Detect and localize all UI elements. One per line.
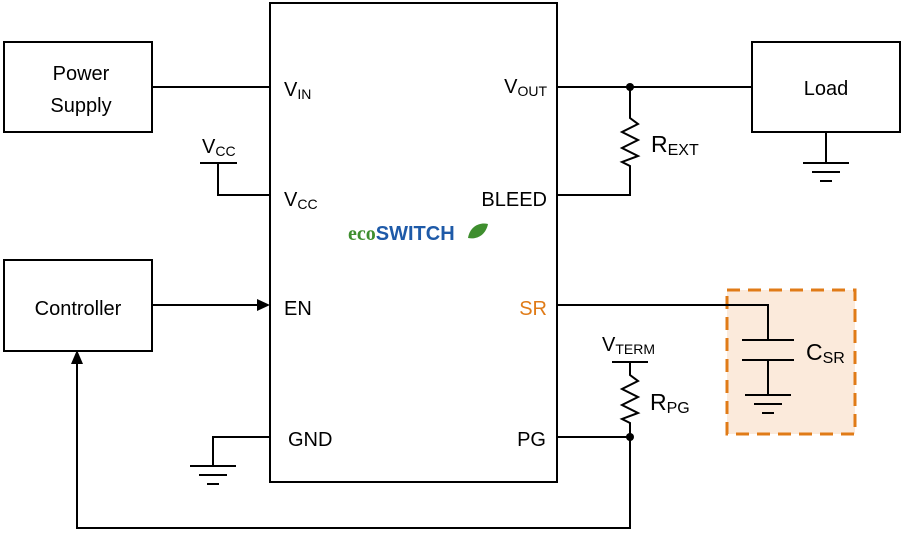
power-supply-label-line2: Supply [50, 95, 111, 117]
en-arrow-icon [257, 299, 270, 311]
pin-vcc-label: VCC [284, 189, 318, 212]
leaf-icon [468, 223, 488, 239]
pin-vin-label: VIN [284, 79, 311, 102]
rpg-label: RPG [650, 389, 690, 417]
pin-bleed-label: BLEED [481, 189, 547, 211]
resistor-rext-icon [619, 112, 641, 170]
pin-gnd-label: GND [288, 429, 332, 451]
ground-icon [190, 465, 236, 485]
pin-en-label: EN [284, 298, 312, 320]
ground-icon [803, 162, 849, 182]
csr-highlight-box [725, 288, 857, 436]
capacitor-csr-icon [742, 339, 794, 361]
ground-icon [745, 394, 791, 414]
pin-sr-label: SR [519, 298, 547, 320]
power-supply-label-line1: Power [53, 63, 110, 85]
wires [76, 86, 827, 529]
vout-junction-dot [626, 83, 634, 91]
controller-label: Controller [35, 298, 122, 320]
pin-vout-label: VOUT [504, 76, 547, 99]
power-supply-block [3, 41, 153, 133]
ecoswitch-logo: ecoSWITCH [348, 223, 488, 245]
ic-body [269, 2, 558, 483]
resistor-rpg-icon [619, 368, 641, 425]
svg-text:ecoSWITCH: ecoSWITCH [348, 223, 455, 245]
rext-label: REXT [651, 131, 699, 159]
csr-label: CSR [806, 339, 845, 367]
vcc-supply-label: VCC [202, 136, 236, 159]
controller-block [3, 259, 153, 352]
vterm-label: VTERM [602, 334, 655, 357]
load-block [751, 41, 901, 133]
load-label: Load [804, 78, 849, 100]
pin-pg-label: PG [517, 429, 546, 451]
controller-arrow-icon [71, 350, 83, 364]
pg-junction-dot [626, 433, 634, 441]
